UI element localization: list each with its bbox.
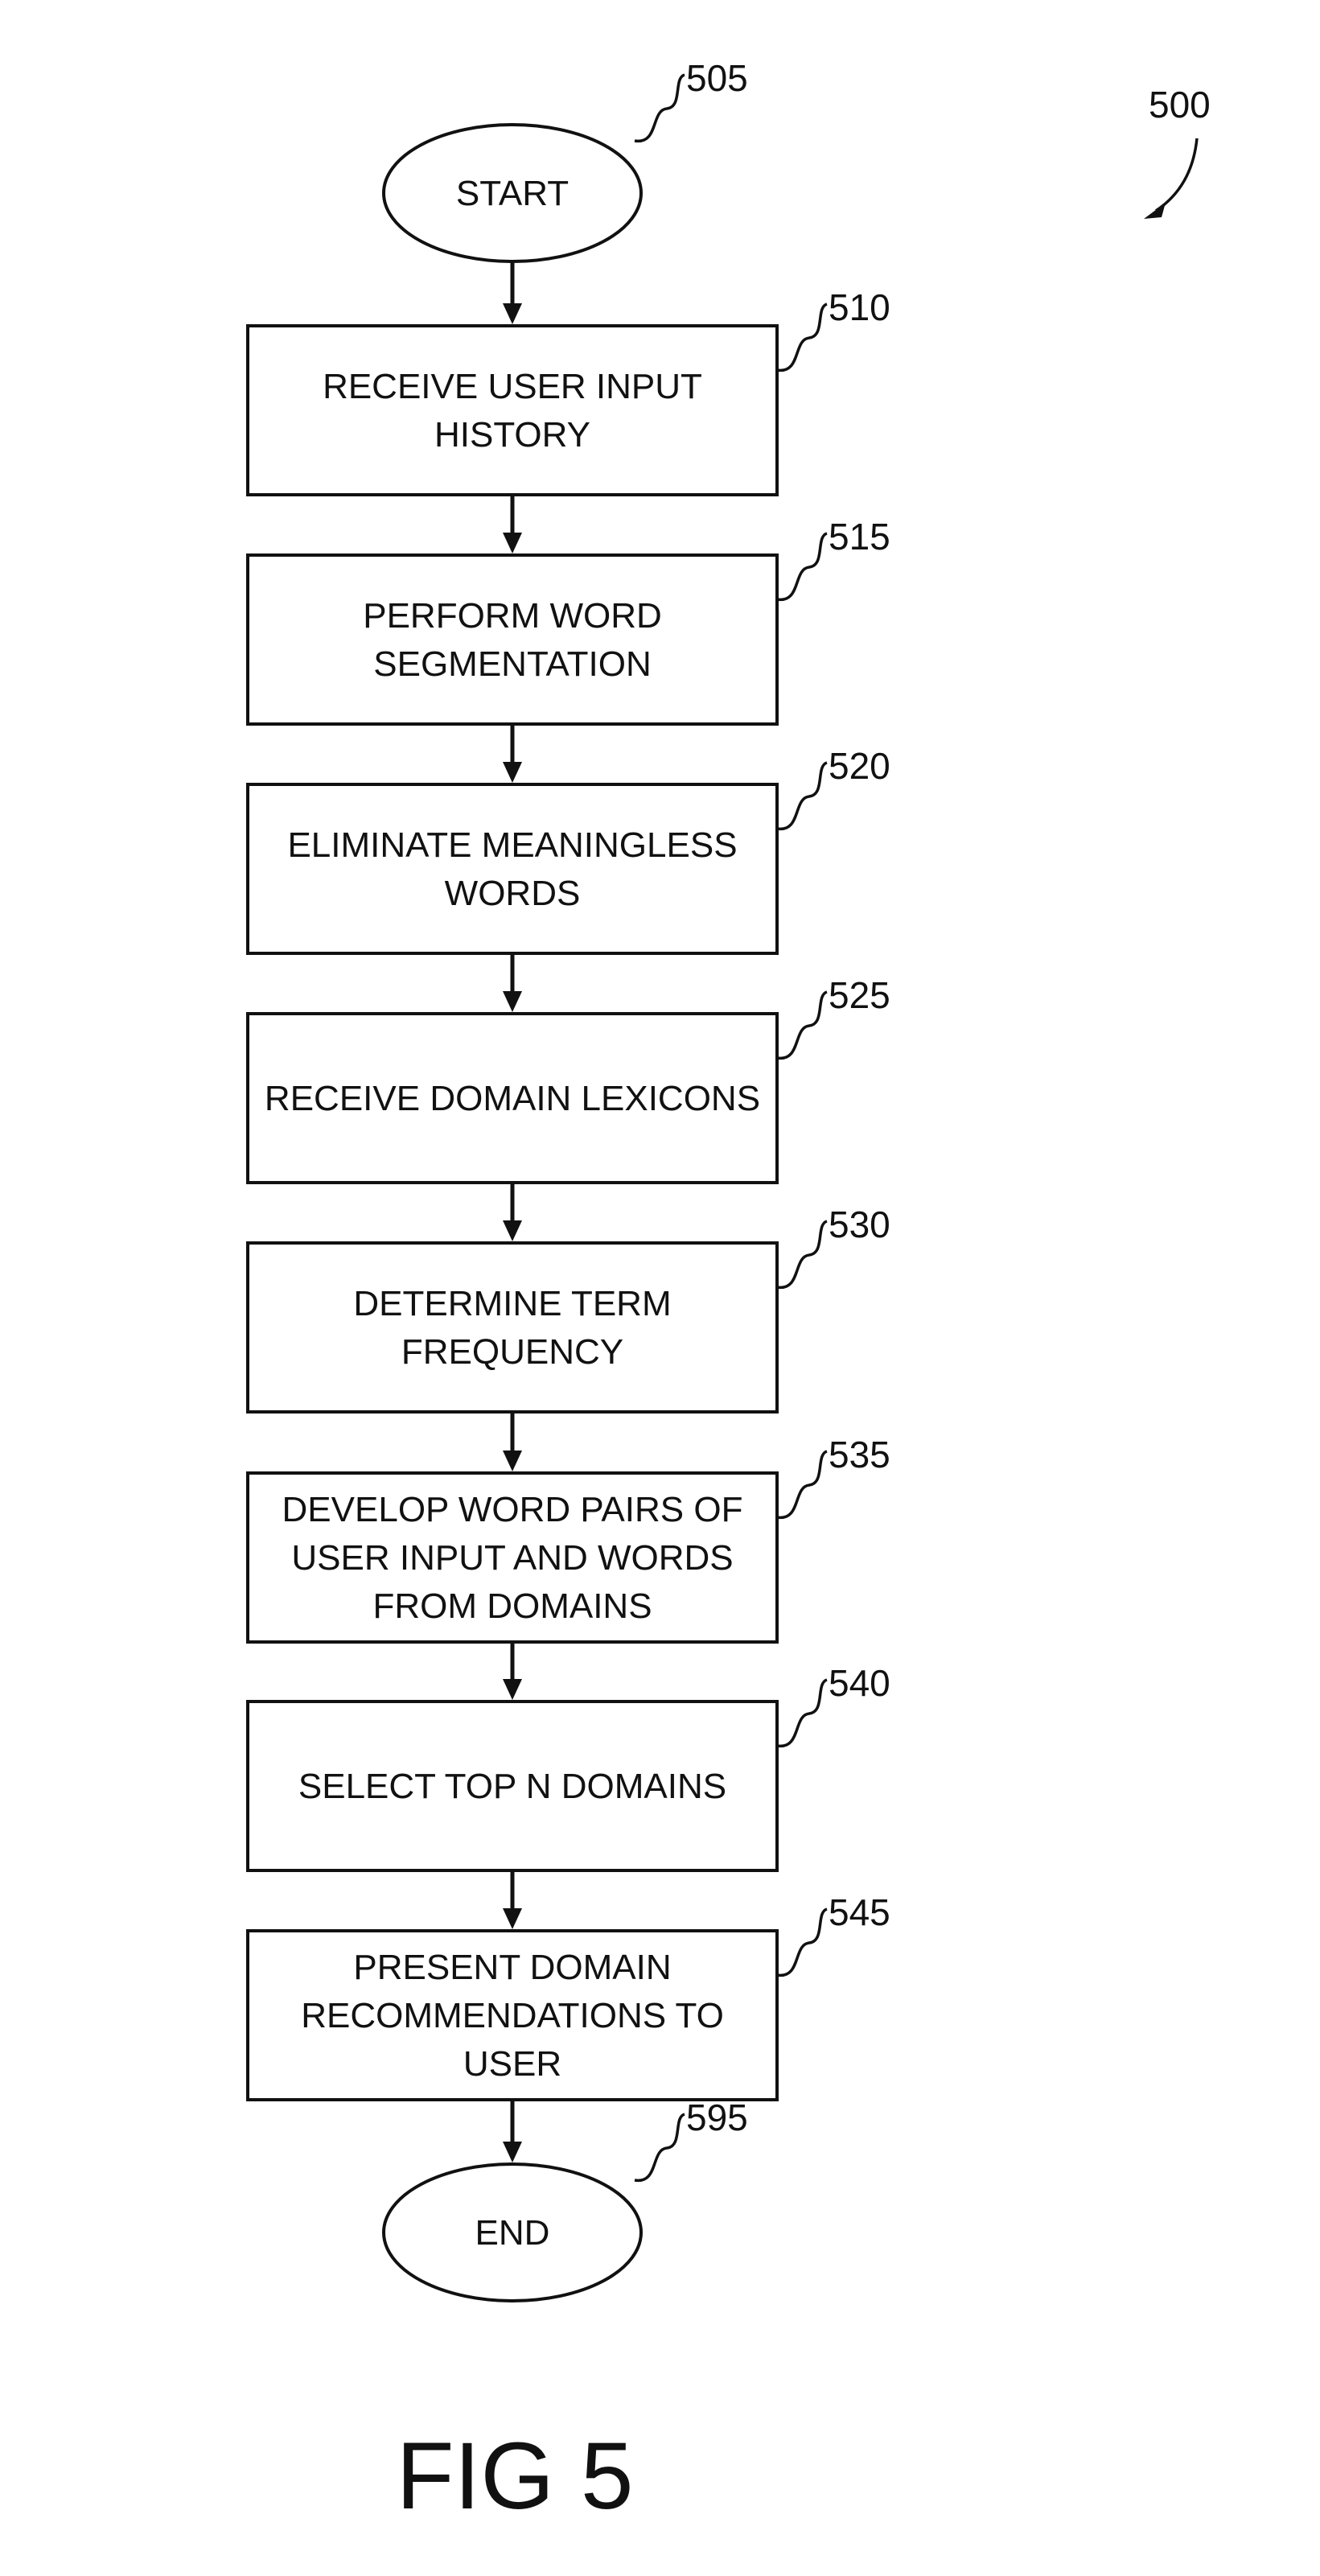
flowchart-node-develop-word-pairs: DEVELOP WORD PAIRS OF USER INPUT AND WORD… <box>248 1434 890 1642</box>
node-label-line: WORDS <box>445 874 581 913</box>
arrow-head <box>503 1220 522 1241</box>
node-ref-number: 595 <box>686 2097 748 2138</box>
node-ref-number: 525 <box>829 974 890 1016</box>
node-ref-number: 545 <box>829 1891 890 1933</box>
ref-leader <box>777 304 827 370</box>
arrow-head <box>503 2142 522 2162</box>
flowchart-edges <box>503 263 522 2162</box>
node-label-line: RECEIVE DOMAIN LEXICONS <box>265 1079 760 1118</box>
arrow-head <box>503 1908 522 1929</box>
ref-leader <box>777 1451 827 1517</box>
node-label-line: FROM DOMAINS <box>372 1586 652 1626</box>
node-ref-number: 515 <box>829 516 890 558</box>
flowchart-nodes: START 505RECEIVE USER INPUT HISTORY 510PERF… <box>248 57 890 2301</box>
node-ref-number: 535 <box>829 1434 890 1475</box>
node-label-line: SEGMENTATION <box>373 644 652 684</box>
node-label-line: DEVELOP WORD PAIRS OF <box>282 1490 743 1529</box>
flow-arrow <box>503 726 522 783</box>
node-label-line: PRESENT DOMAIN <box>353 1948 671 1987</box>
ref-leader <box>635 75 685 141</box>
node-label-line: DETERMINE TERM <box>353 1284 671 1323</box>
ref-leader <box>777 1909 827 1975</box>
arrow-head <box>503 1451 522 1471</box>
flowchart-node-select-top-n-domains: SELECT TOP N DOMAINS 540 <box>248 1662 890 1870</box>
node-label-line: FREQUENCY <box>401 1332 623 1372</box>
figure-ref-arrow <box>1156 138 1197 211</box>
node-ref-number: 520 <box>829 745 890 787</box>
flowchart-node-perform-word-segmentation: PERFORM WORD SEGMENTATION 515 <box>248 516 890 724</box>
arrow-head <box>503 533 522 553</box>
flow-arrow <box>503 263 522 324</box>
node-label-line: RECEIVE USER INPUT <box>323 367 702 406</box>
arrow-head <box>503 991 522 1012</box>
node-label-line: ELIMINATE MEANINGLESS <box>287 825 737 865</box>
node-label-line: SELECT TOP N DOMAINS <box>298 1767 726 1806</box>
flowchart-node-end: END 595 <box>384 2097 748 2301</box>
ref-leader <box>777 763 827 829</box>
node-label-line: USER <box>463 2044 561 2084</box>
flow-arrow <box>503 1414 522 1471</box>
flowchart-node-eliminate-meaningless-words: ELIMINATE MEANINGLESS WORDS 520 <box>248 745 890 953</box>
figure-reference: 500 <box>1144 84 1211 219</box>
ref-leader <box>777 992 827 1058</box>
flowchart-node-receive-domain-lexicons: RECEIVE DOMAIN LEXICONS 525 <box>248 974 890 1183</box>
process-box <box>248 555 777 724</box>
arrow-head <box>503 303 522 324</box>
process-box <box>248 784 777 953</box>
node-ref-number: 530 <box>829 1204 890 1245</box>
node-label-line: HISTORY <box>434 415 590 455</box>
flow-arrow <box>503 1872 522 1929</box>
flow-arrow <box>503 496 522 553</box>
flowchart-node-determine-term-frequency: DETERMINE TERM FREQUENCY 530 <box>248 1204 890 1412</box>
node-label-line: USER INPUT AND WORDS <box>291 1538 733 1578</box>
node-label-line: RECOMMENDATIONS TO <box>301 1996 724 2035</box>
flow-arrow <box>503 955 522 1012</box>
flow-arrow <box>503 1644 522 1700</box>
flowchart-node-receive-user-input-history: RECEIVE USER INPUT HISTORY 510 <box>248 286 890 495</box>
figure-ref-number: 500 <box>1149 84 1211 126</box>
node-ref-number: 510 <box>829 286 890 328</box>
flow-arrow <box>503 1184 522 1241</box>
node-label-line: PERFORM WORD <box>363 596 662 636</box>
ref-leader <box>635 2114 685 2180</box>
node-ref-number: 540 <box>829 1662 890 1704</box>
arrow-head <box>503 1679 522 1700</box>
figure-caption: FIG 5 <box>396 2423 633 2529</box>
node-label-line: END <box>475 2213 550 2253</box>
node-label-line: START <box>456 174 569 213</box>
ref-leader <box>777 533 827 599</box>
flow-arrow <box>503 2101 522 2162</box>
flowchart-node-present-domain-recommendations: PRESENT DOMAIN RECOMMENDATIONS TO USER 545 <box>248 1891 890 2100</box>
arrow-head <box>503 762 522 783</box>
process-box <box>248 1243 777 1412</box>
ref-leader <box>777 1680 827 1746</box>
flowchart-node-start: START 505 <box>384 57 748 261</box>
process-box <box>248 326 777 495</box>
node-ref-number: 505 <box>686 57 748 99</box>
ref-leader <box>777 1221 827 1287</box>
